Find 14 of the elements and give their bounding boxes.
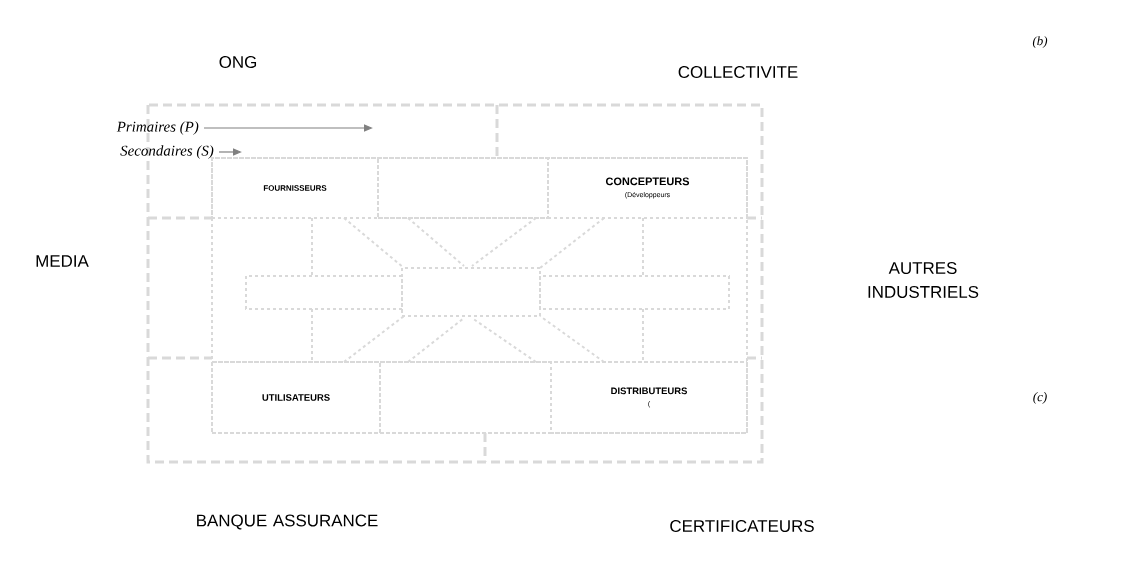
role-box: UTILISATEURS xyxy=(211,361,381,434)
panel-letter: (b) xyxy=(1032,36,1048,48)
panel-letter: (c) xyxy=(1033,392,1047,404)
actor-label: CERTIFICATEURS xyxy=(670,520,814,532)
actor-label: COLLECTIVITE xyxy=(678,66,798,78)
actor-label: BANQUE ASSURANCE xyxy=(197,514,378,530)
legend-text: Primaires (P) xyxy=(116,121,199,135)
empty-box xyxy=(377,157,549,219)
actor-label: ONG xyxy=(219,56,257,68)
legend-text: Secondaires (S) xyxy=(120,145,214,159)
actor-label: AUTRES INDUSTRIELS xyxy=(868,262,979,298)
empty-box xyxy=(401,267,541,317)
empty-box xyxy=(379,361,552,434)
actor-label: MEDIA xyxy=(36,255,89,267)
